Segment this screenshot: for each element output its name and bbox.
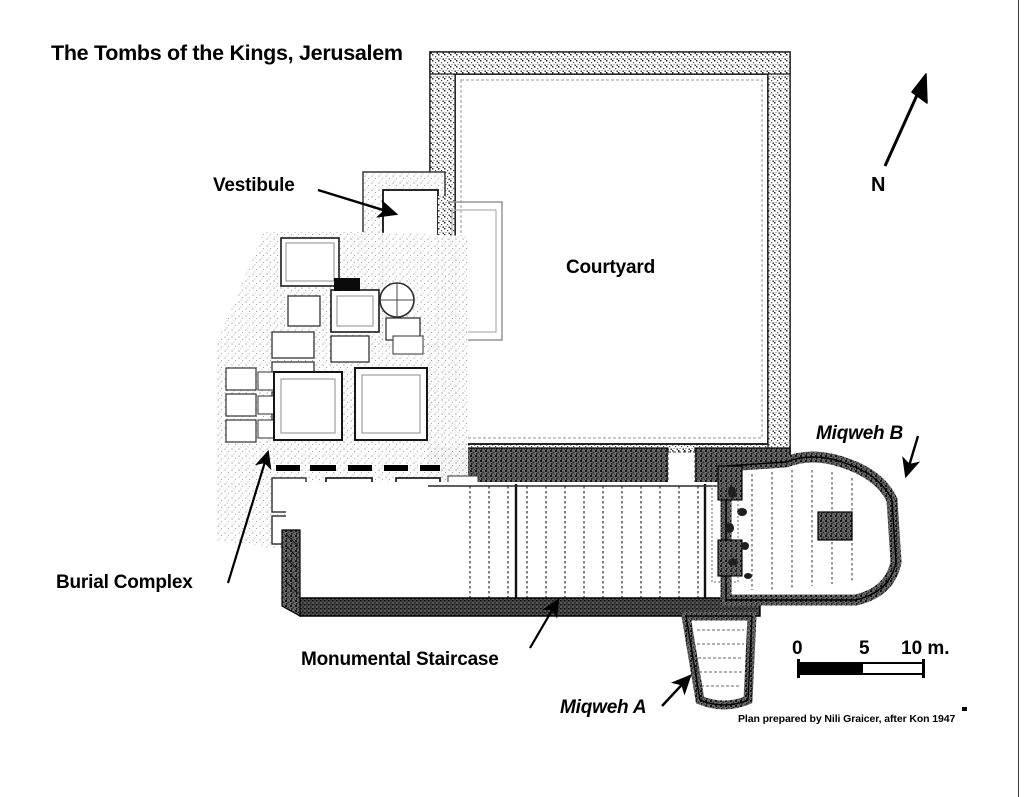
south-wall-passage-gap [667,451,696,485]
loculus-w1 [287,295,321,327]
chamber-main-west [273,371,343,441]
chamber-main-east-inner [361,374,421,434]
courtyard-north-wall [429,51,791,75]
miqweh-a-leader [661,674,692,707]
miqweh-b-outline [725,456,897,601]
chamber-north-inner [285,242,335,282]
plan-credit: Plan prepared by Nili Graicer, after Kon… [738,713,956,725]
label-burial-complex: Burial Complex [56,572,193,593]
scale-segment-filled [797,662,861,675]
miqweh-a-wall [680,611,757,710]
label-miqweh-b: Miqweh B [816,423,904,444]
burial-complex-leader [226,449,272,584]
staircase-treads [469,486,699,608]
scale-tick-10: 10 m. [901,638,950,659]
scale-tick-5: 5 [859,638,870,659]
north-arrow-shaft [883,83,924,167]
monumental-staircase [281,482,761,618]
north-indicator-label: N [871,174,886,196]
north-arrow-head [911,73,928,104]
loculus-fw1 [225,367,257,391]
corridor-chamber-3 [392,335,424,355]
chamber-main-east [354,367,428,441]
courtyard-floor [454,73,769,445]
courtyard-inner-rim [460,79,763,439]
miqweh-a-outline [685,615,753,706]
scale-bar [797,659,925,678]
loculus-w2 [271,331,315,359]
blocked-doorway [334,278,360,291]
label-monumental-staircase: Monumental Staircase [301,649,499,670]
chamber-north [280,237,340,287]
chamber-central-upper-inner [336,295,374,327]
page-title: The Tombs of the Kings, Jerusalem [51,41,403,65]
label-miqweh-a: Miqweh A [560,697,647,718]
miqweh-b-outer-wall [720,451,902,606]
courtyard-structure [429,51,791,471]
loculus-fw3 [225,419,257,443]
label-courtyard: Courtyard [566,257,655,278]
staircase-floor [286,482,726,612]
leader-lines [226,188,921,707]
miqweh-b-leader [902,435,921,479]
north-arrow-graphic [883,73,928,167]
staircase-west-hatching [285,533,299,595]
miqweh-b-basin [817,511,853,541]
label-vestibule: Vestibule [213,175,295,196]
miqweh-b-antechamber [711,485,739,583]
scale-cap-right [922,659,925,678]
stray-ink-mark [962,707,967,711]
corridor-chamber-1 [330,335,370,363]
monumental-staircase-leader [529,598,560,649]
courtyard-east-wall [767,51,791,471]
vestibule-leader [317,188,399,218]
scale-segment-open [861,662,925,675]
page-right-border [1018,0,1019,797]
miqweh-a-steps [697,629,744,687]
miqweh-b-rubble [726,486,752,579]
miqweh-a [680,611,757,710]
chamber-central-upper [330,289,380,333]
chamber-main-west-inner [280,378,336,434]
miqweh-b [711,451,902,606]
loculus-fw2 [225,393,257,417]
scale-cap-left [797,659,800,678]
scale-tick-0: 0 [792,638,803,659]
staircase-west-wall [281,529,301,618]
